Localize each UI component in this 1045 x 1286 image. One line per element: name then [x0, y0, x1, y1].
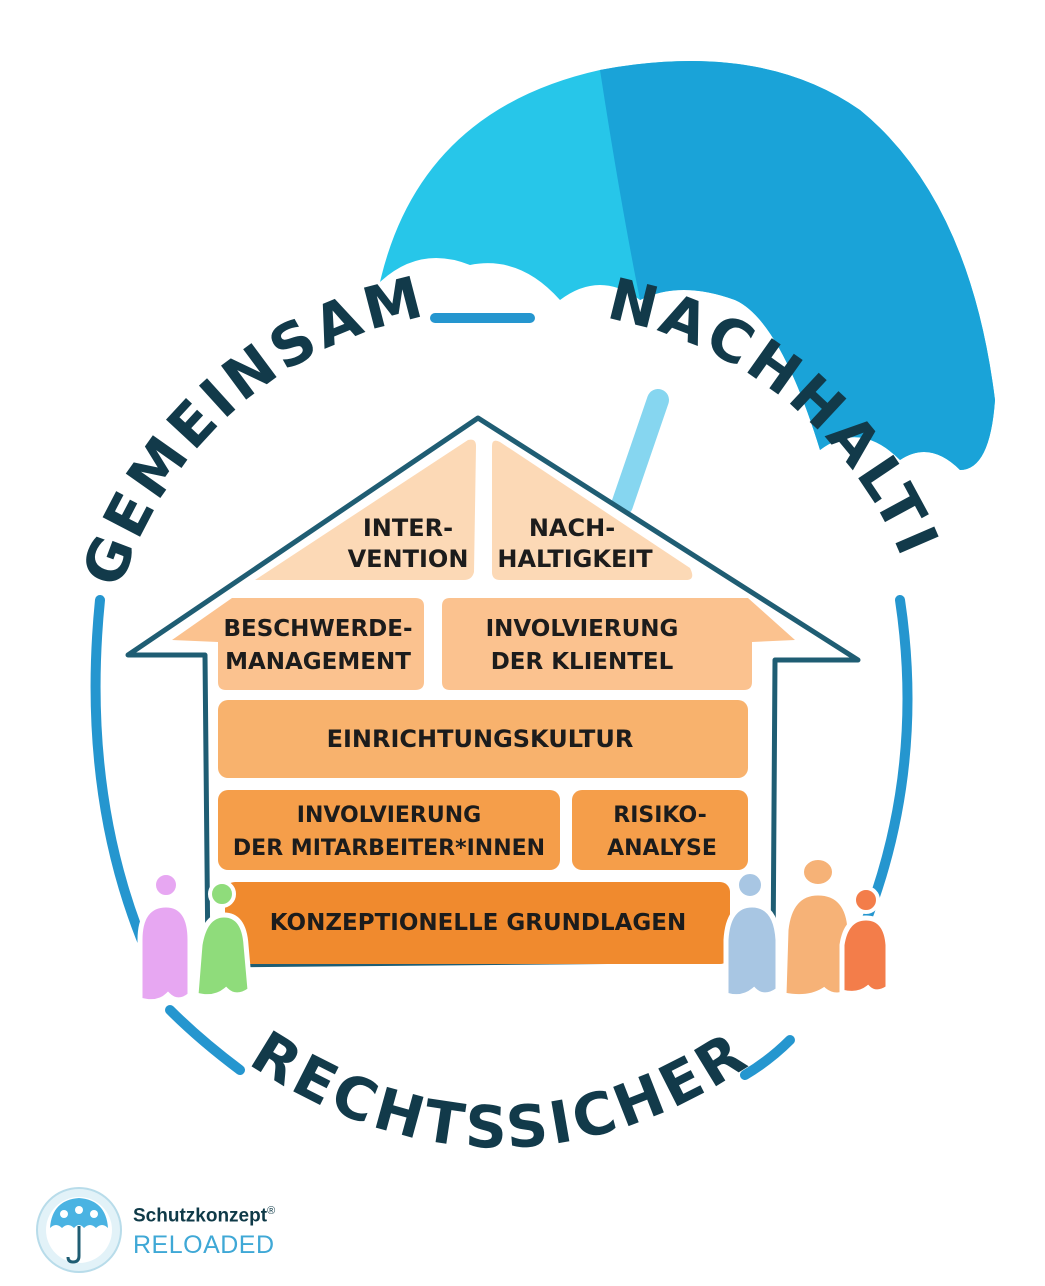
svg-text:KONZEPTIONELLE GRUNDLAGEN: KONZEPTIONELLE GRUNDLAGEN	[270, 910, 687, 936]
svg-text:INTER-: INTER-	[363, 514, 453, 542]
umbrella-icon	[380, 61, 995, 516]
person-figure-blue	[723, 870, 781, 1000]
svg-text:BESCHWERDE-: BESCHWERDE-	[223, 616, 412, 642]
svg-text:VENTION: VENTION	[348, 545, 469, 573]
svg-text:INVOLVIERUNG: INVOLVIERUNG	[486, 616, 679, 642]
logo-umbrella-icon	[36, 1187, 122, 1273]
svg-text:INVOLVIERUNG: INVOLVIERUNG	[297, 803, 481, 828]
block-involvierung-mitarbeiter: INVOLVIERUNG DER MITARBEITER*INNEN	[218, 790, 560, 870]
svg-text:HALTIGKEIT: HALTIGKEIT	[497, 545, 653, 573]
ring-word-rechtssicher: RECHTSSICHER	[240, 1018, 761, 1163]
svg-text:NACH-: NACH-	[529, 514, 615, 542]
svg-text:ANALYSE: ANALYSE	[607, 836, 717, 861]
block-konzeptionelle-grundlagen: KONZEPTIONELLE GRUNDLAGEN	[225, 882, 730, 964]
svg-text:RISIKO-: RISIKO-	[613, 803, 706, 828]
person-figure-orange-dark	[839, 886, 891, 996]
svg-text:DER KLIENTEL: DER KLIENTEL	[491, 649, 674, 675]
roof-panel-intervention: INTER- VENTION	[255, 439, 476, 580]
block-einrichtungskultur: EINRICHTUNGSKULTUR	[218, 700, 748, 778]
svg-text:MANAGEMENT: MANAGEMENT	[225, 649, 411, 675]
block-involvierung-klientel: INVOLVIERUNG DER KLIENTEL	[442, 598, 795, 690]
svg-text:EINRICHTUNGSKULTUR: EINRICHTUNGSKULTUR	[327, 725, 634, 753]
person-figure-green	[193, 880, 253, 1000]
logo-title: Schutzkonzept®	[133, 1205, 276, 1227]
person-figure-purple	[137, 871, 193, 1005]
roof-panel-nachhaltigkeit: NACH- HALTIGKEIT	[492, 440, 693, 580]
block-beschwerdemanagement: BESCHWERDE- MANAGEMENT	[172, 598, 424, 690]
svg-text:DER MITARBEITER*INNEN: DER MITARBEITER*INNEN	[233, 836, 545, 861]
logo-subtitle: RELOADED	[133, 1231, 275, 1259]
block-risikoanalyse: RISIKO- ANALYSE	[572, 790, 748, 870]
